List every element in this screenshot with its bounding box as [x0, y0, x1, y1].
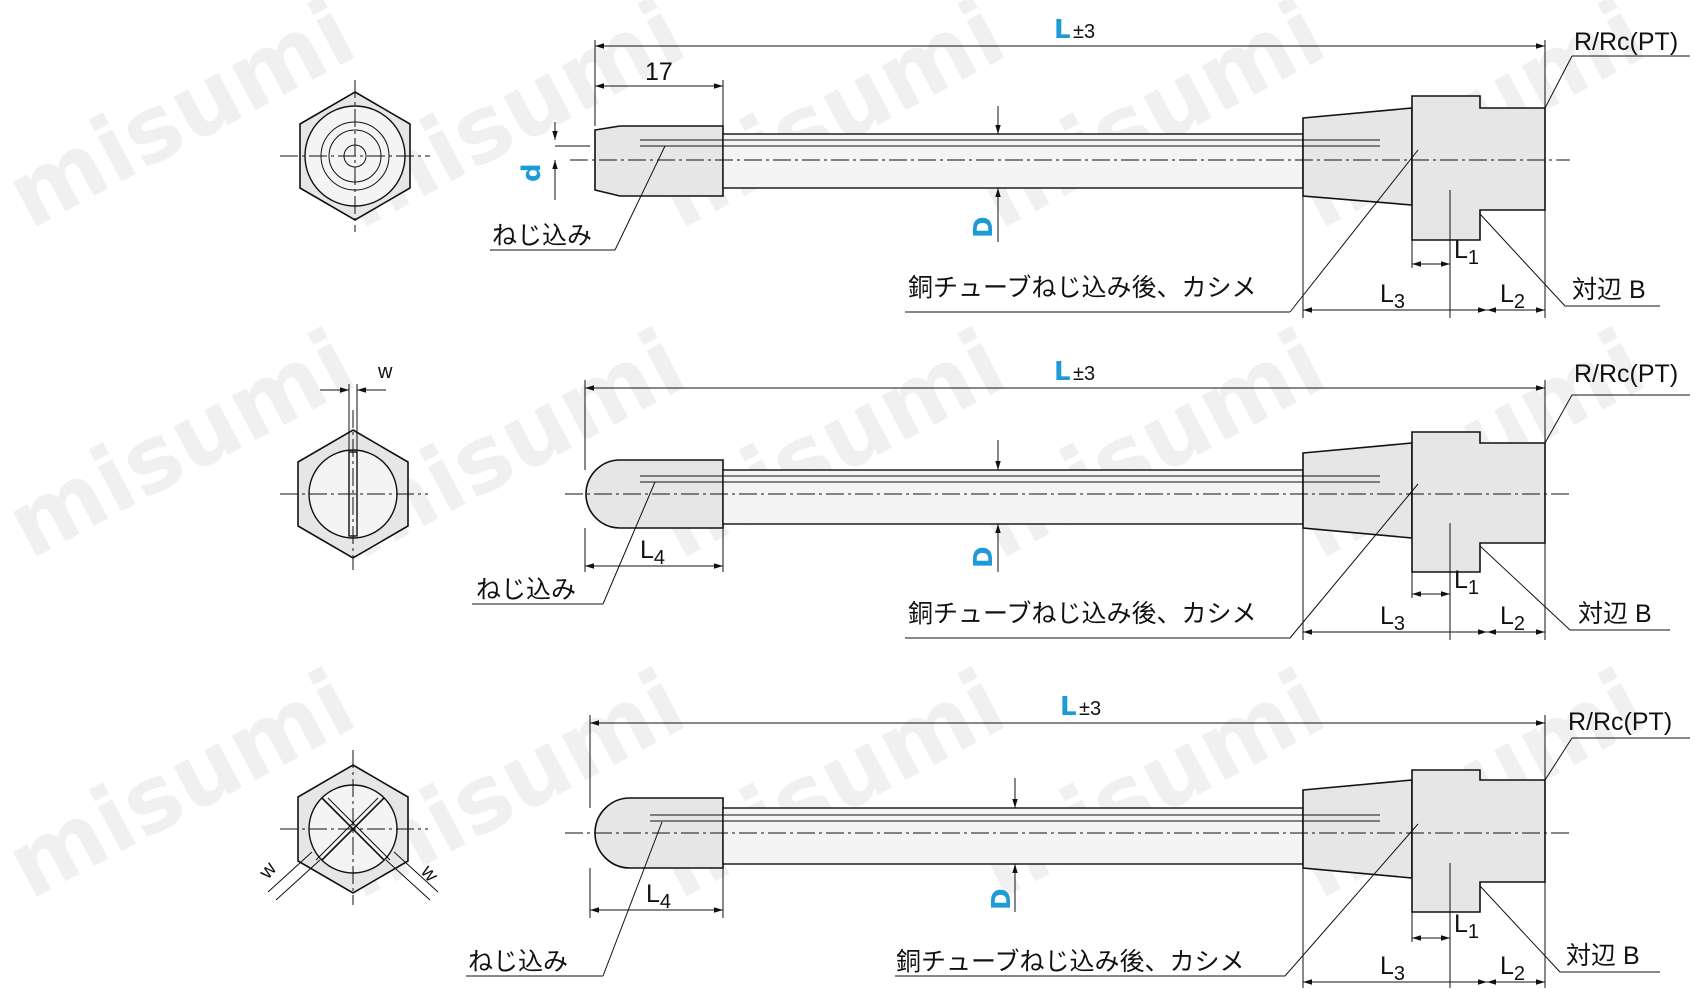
dim-L-label: L — [1060, 692, 1077, 722]
watermark-text: misumi — [960, 649, 1341, 920]
crimp-label: 銅チューブねじ込み後、カシメ — [908, 600, 1257, 628]
dim-L2-label: L2 — [1500, 602, 1525, 635]
across-flats-label: 対辺 B — [1578, 600, 1652, 628]
dim-w-label: w — [377, 361, 393, 383]
view-type-2: w L ±3 L4 D R/Rc(PT) ねじ込み 銅チュ — [280, 357, 1690, 640]
dim-L1-label: L1 — [1454, 236, 1479, 269]
watermark-text: misumi — [640, 309, 1021, 580]
dim-L3-label: L3 — [1380, 602, 1405, 635]
dim-L4-label: L4 — [640, 536, 665, 569]
across-flats-label: 対辺 B — [1566, 942, 1640, 970]
dim-L-label: L — [1054, 15, 1071, 45]
dim-L2-label: L2 — [1500, 280, 1525, 313]
crimp-label: 銅チューブねじ込み後、カシメ — [908, 274, 1257, 302]
dim-w-left-label: w — [254, 858, 281, 884]
view-type-1: L ±3 17 d D R/Rc(PT) ねじ込み 銅チューブねじ込み後、カシメ… — [280, 15, 1690, 318]
across-flats-label: 対辺 B — [1572, 276, 1646, 304]
crimp-label: 銅チューブねじ込み後、カシメ — [896, 948, 1245, 976]
end-view-hexagon — [280, 384, 428, 570]
thread-label: R/Rc(PT) — [1574, 360, 1678, 388]
end-view-hexagon — [267, 750, 439, 905]
dim-L-label: L — [1054, 357, 1071, 387]
side-view-nozzle — [565, 431, 1570, 573]
dim-D-label: D — [987, 888, 1017, 910]
dim-L-tolerance: ±3 — [1073, 21, 1095, 43]
dim-L2-label: L2 — [1500, 952, 1525, 985]
screw-in-label: ねじ込み — [492, 222, 592, 250]
watermark-text: misumi — [640, 0, 1021, 249]
watermark-text: misumi — [0, 649, 371, 920]
watermark-text: misumi — [960, 309, 1341, 580]
dim-D-label: D — [969, 216, 999, 238]
dim-L4-label: L4 — [646, 880, 671, 913]
side-view-nozzle — [565, 769, 1570, 913]
dim-L3-label: L3 — [1380, 280, 1405, 313]
dim-L1-label: L1 — [1454, 910, 1479, 943]
thread-label: R/Rc(PT) — [1568, 708, 1672, 736]
dim-L-tolerance: ±3 — [1073, 363, 1095, 385]
dim-L-tolerance: ±3 — [1079, 698, 1101, 720]
watermark-text: misumi — [0, 309, 371, 580]
dim-d-label: d — [517, 163, 547, 182]
screw-in-label: ねじ込み — [468, 948, 568, 976]
thread-label: R/Rc(PT) — [1574, 28, 1678, 56]
dim-D-label: D — [969, 546, 999, 568]
watermark-text: misumi — [640, 649, 1021, 920]
dim-17-label: 17 — [645, 58, 673, 86]
dim-L3-label: L3 — [1380, 952, 1405, 985]
screw-in-label: ねじ込み — [476, 576, 576, 604]
side-view-nozzle — [570, 95, 1570, 241]
watermark-text: misumi — [960, 0, 1341, 249]
end-view-hexagon — [280, 80, 430, 232]
dim-L1-label: L1 — [1454, 566, 1479, 599]
